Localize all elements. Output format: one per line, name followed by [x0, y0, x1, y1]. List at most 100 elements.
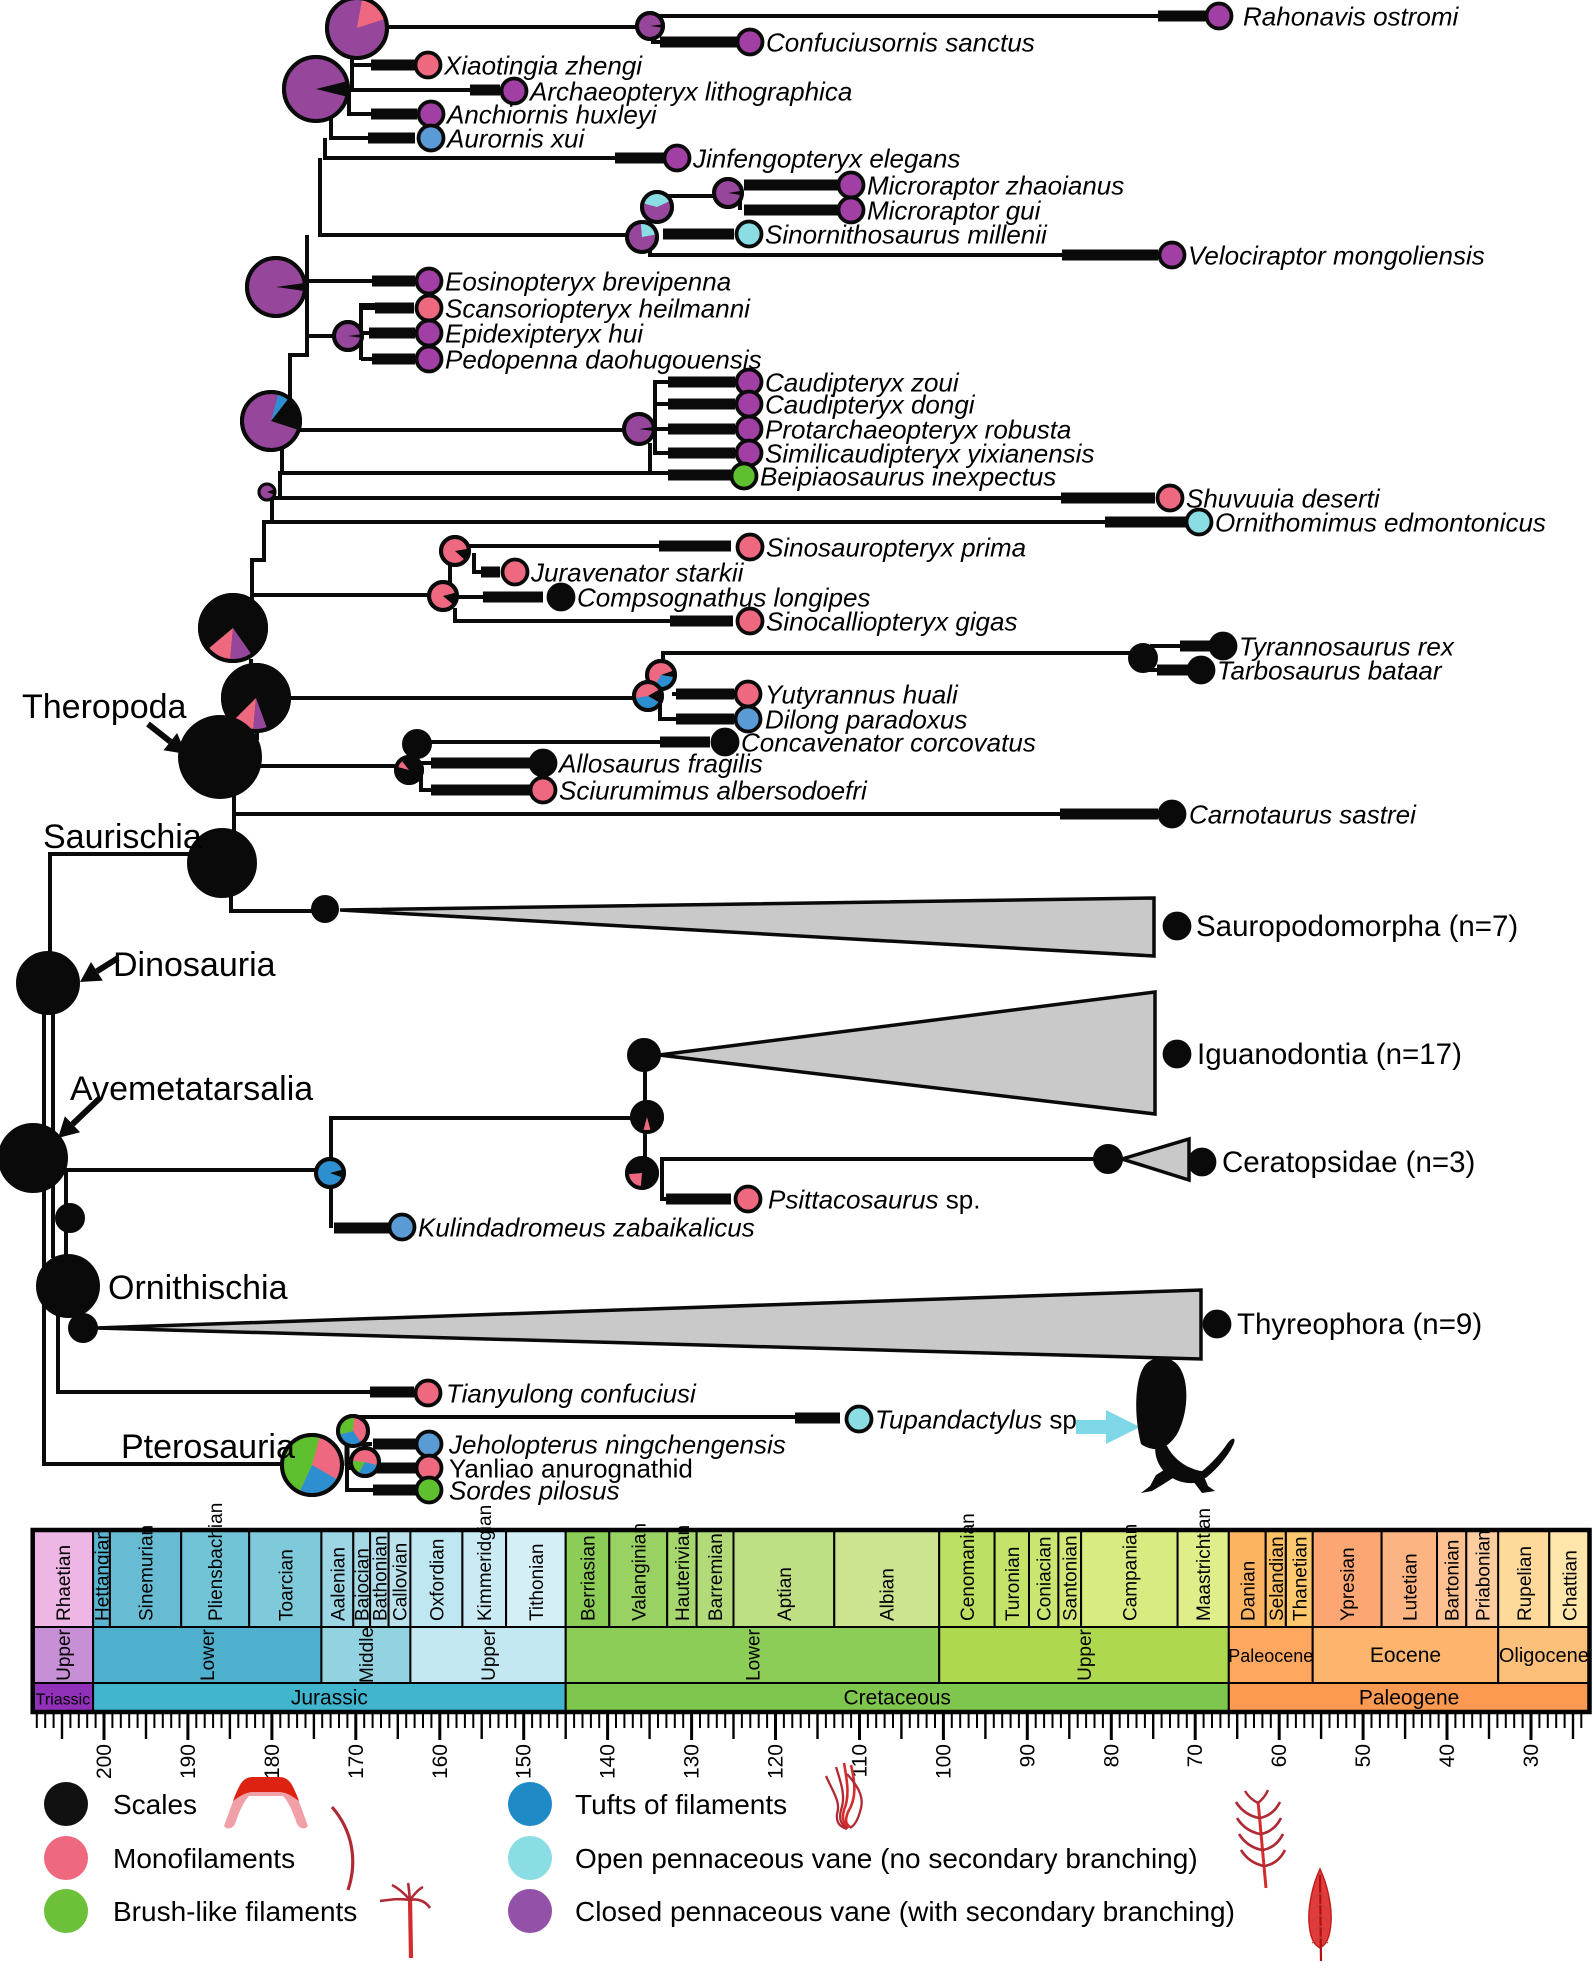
svg-text:Ornithischia: Ornithischia: [108, 1269, 288, 1307]
svg-text:Cenomanian: Cenomanian: [958, 1513, 979, 1621]
svg-text:Iguanodontia (n=17): Iguanodontia (n=17): [1197, 1038, 1462, 1071]
svg-text:Tianyulong confuciusi: Tianyulong confuciusi: [446, 1379, 697, 1409]
svg-text:Sinornithosaurus millenii: Sinornithosaurus millenii: [765, 220, 1048, 250]
svg-text:Caudipteryx zoui: Caudipteryx zoui: [765, 368, 960, 398]
svg-text:Microraptor gui: Microraptor gui: [867, 196, 1042, 226]
svg-text:200: 200: [93, 1744, 116, 1779]
svg-text:170: 170: [345, 1744, 368, 1779]
svg-text:Callovian: Callovian: [391, 1543, 412, 1621]
svg-text:Berriasian: Berriasian: [579, 1535, 600, 1621]
svg-text:Protarchaeopteryx robusta: Protarchaeopteryx robusta: [765, 415, 1071, 445]
svg-text:50: 50: [1352, 1744, 1375, 1767]
svg-text:140: 140: [597, 1744, 620, 1779]
svg-text:120: 120: [765, 1744, 788, 1779]
svg-text:Priabonian: Priabonian: [1473, 1530, 1494, 1621]
svg-text:180: 180: [261, 1744, 284, 1779]
svg-text:Bartonian: Bartonian: [1443, 1540, 1464, 1621]
svg-text:Middle: Middle: [357, 1627, 378, 1683]
svg-text:Kulindadromeus zabaikalicus: Kulindadromeus zabaikalicus: [418, 1213, 755, 1243]
svg-text:Sinosauropteryx prima: Sinosauropteryx prima: [766, 533, 1026, 563]
svg-text:30: 30: [1520, 1744, 1543, 1767]
svg-text:Campanian: Campanian: [1120, 1524, 1141, 1621]
svg-text:Rhaetian: Rhaetian: [54, 1545, 75, 1621]
svg-text:Tithonian: Tithonian: [527, 1544, 548, 1621]
svg-text:Dilong paradoxus: Dilong paradoxus: [765, 705, 967, 735]
svg-text:Santonian: Santonian: [1061, 1535, 1082, 1621]
svg-text:Anchiornis huxleyi: Anchiornis huxleyi: [445, 100, 658, 130]
svg-text:Toarcian: Toarcian: [276, 1549, 297, 1621]
svg-text:Pedopenna daohugouensis: Pedopenna daohugouensis: [445, 345, 762, 375]
svg-text:Avemetatarsalia: Avemetatarsalia: [70, 1070, 313, 1108]
svg-text:Sciurumimus albersodoefri: Sciurumimus albersodoefri: [559, 776, 868, 806]
svg-text:Jinfengopteryx elegans: Jinfengopteryx elegans: [692, 144, 960, 174]
svg-text:Bajocian: Bajocian: [353, 1548, 374, 1621]
svg-text:80: 80: [1100, 1744, 1123, 1767]
svg-text:Barremian: Barremian: [706, 1533, 727, 1621]
svg-text:Hettangian: Hettangian: [93, 1529, 114, 1621]
svg-text:Valanginian: Valanginian: [629, 1523, 650, 1621]
svg-text:Velociraptor mongoliensis: Velociraptor mongoliensis: [1188, 241, 1485, 271]
svg-text:190: 190: [177, 1744, 200, 1779]
svg-text:Archaeopteryx lithographica: Archaeopteryx lithographica: [528, 77, 852, 107]
svg-text:Ypresian: Ypresian: [1338, 1547, 1359, 1621]
svg-text:Albian: Albian: [878, 1568, 899, 1621]
svg-text:Lower: Lower: [743, 1628, 764, 1680]
svg-text:Tupandactylus sp.: Tupandactylus sp.: [875, 1405, 1084, 1435]
svg-text:Coniacian: Coniacian: [1035, 1537, 1056, 1622]
svg-text:Dinosauria: Dinosauria: [113, 946, 276, 984]
svg-text:Paleocene: Paleocene: [1228, 1646, 1313, 1666]
svg-text:70: 70: [1184, 1744, 1207, 1767]
svg-text:Maastrichtian: Maastrichtian: [1194, 1508, 1215, 1621]
svg-text:Jurassic: Jurassic: [291, 1687, 368, 1710]
svg-text:Jeholopterus ningchengensis: Jeholopterus ningchengensis: [448, 1430, 786, 1460]
svg-text:Chattian: Chattian: [1560, 1550, 1581, 1621]
svg-text:Confuciusornis sanctus: Confuciusornis sanctus: [766, 28, 1035, 58]
svg-text:Monofilaments: Monofilaments: [113, 1843, 295, 1874]
svg-text:Lutetian: Lutetian: [1400, 1553, 1421, 1621]
svg-text:Tyrannosaurus rex: Tyrannosaurus rex: [1239, 632, 1455, 662]
svg-text:Pliensbachian: Pliensbachian: [206, 1503, 227, 1621]
svg-text:Eocene: Eocene: [1370, 1644, 1441, 1667]
svg-text:Lower: Lower: [198, 1628, 219, 1680]
svg-text:Aalenian: Aalenian: [328, 1547, 349, 1621]
svg-text:Sinocalliopteryx gigas: Sinocalliopteryx gigas: [766, 607, 1017, 637]
svg-text:Pterosauria: Pterosauria: [121, 1428, 295, 1466]
svg-text:Microraptor zhaoianus: Microraptor zhaoianus: [867, 171, 1124, 201]
svg-text:Triassic: Triassic: [36, 1692, 91, 1709]
svg-text:Shuvuuia deserti: Shuvuuia deserti: [1186, 484, 1381, 514]
svg-text:Allosaurus fragilis: Allosaurus fragilis: [557, 749, 763, 779]
svg-text:Brush-like filaments: Brush-like filaments: [113, 1896, 357, 1927]
svg-text:Compsognathus longipes: Compsognathus longipes: [577, 583, 870, 613]
svg-text:150: 150: [513, 1744, 536, 1779]
svg-text:Scansoriopteryx heilmanni: Scansoriopteryx heilmanni: [445, 294, 751, 324]
svg-text:Juravenator starkii: Juravenator starkii: [530, 558, 745, 588]
svg-text:Xiaotingia zhengi: Xiaotingia zhengi: [443, 51, 643, 81]
svg-text:Sauropodomorpha (n=7): Sauropodomorpha (n=7): [1196, 910, 1518, 943]
svg-text:Concavenator corcovatus: Concavenator corcovatus: [741, 728, 1036, 758]
svg-text:40: 40: [1436, 1744, 1459, 1767]
svg-text:130: 130: [681, 1744, 704, 1779]
svg-text:Upper: Upper: [54, 1628, 75, 1680]
svg-text:Upper: Upper: [479, 1628, 500, 1680]
svg-text:Oligocene: Oligocene: [1499, 1645, 1589, 1667]
svg-text:Beipiaosaurus inexpectus: Beipiaosaurus inexpectus: [760, 462, 1056, 492]
svg-text:Selandian: Selandian: [1267, 1536, 1288, 1621]
svg-text:Thyreophora (n=9): Thyreophora (n=9): [1237, 1308, 1482, 1341]
svg-text:110: 110: [849, 1744, 872, 1777]
svg-text:Oxfordian: Oxfordian: [427, 1539, 448, 1621]
svg-text:Hauterivian: Hauterivian: [673, 1525, 694, 1621]
svg-text:Psittacosaurus sp.: Psittacosaurus sp.: [768, 1185, 980, 1215]
svg-text:Upper: Upper: [1075, 1628, 1096, 1680]
svg-text:Theropoda: Theropoda: [22, 688, 187, 726]
svg-text:Aptian: Aptian: [775, 1567, 796, 1621]
svg-text:160: 160: [429, 1744, 452, 1779]
svg-text:Eosinopteryx brevipenna: Eosinopteryx brevipenna: [445, 267, 731, 297]
svg-text:Open pennaceous vane (no secon: Open pennaceous vane (no secondary branc…: [575, 1843, 1198, 1874]
svg-text:Carnotaurus sastrei: Carnotaurus sastrei: [1189, 800, 1417, 830]
svg-text:Turonian: Turonian: [1003, 1547, 1024, 1621]
svg-text:Ornithomimus edmontonicus: Ornithomimus edmontonicus: [1215, 508, 1546, 538]
svg-text:Aurornis xui: Aurornis xui: [445, 124, 585, 154]
svg-text:100: 100: [932, 1744, 955, 1779]
svg-text:Kimmeridgian: Kimmeridgian: [475, 1505, 496, 1621]
svg-text:60: 60: [1268, 1744, 1291, 1767]
